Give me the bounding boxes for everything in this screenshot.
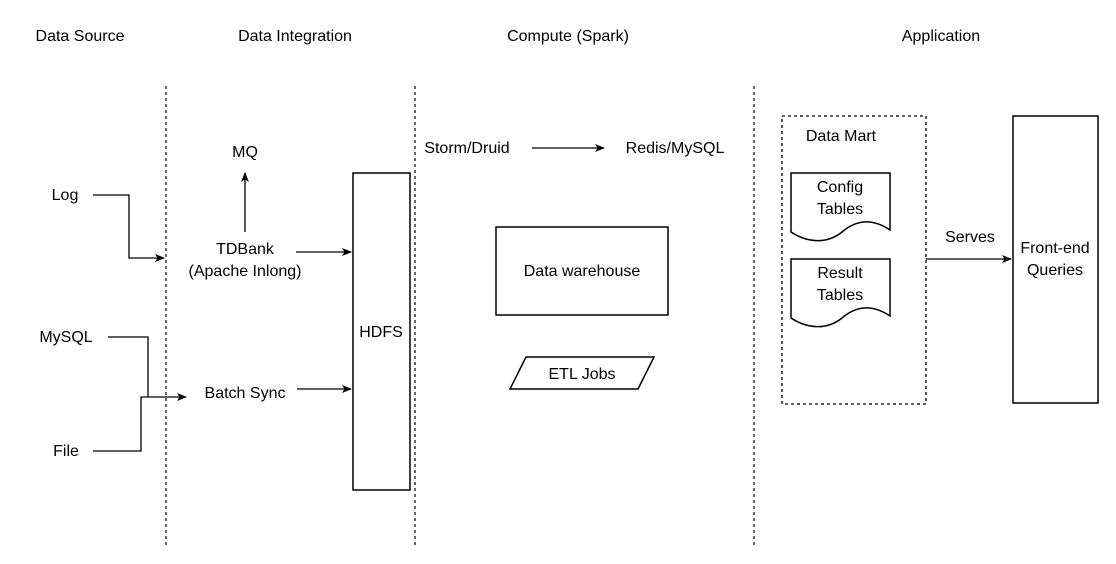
result-tables-label-line1: Result bbox=[817, 265, 863, 282]
result-tables-label-line2: Tables bbox=[817, 287, 863, 304]
hdfs-box bbox=[352, 172, 411, 491]
result-tables-document-icon bbox=[790, 258, 891, 328]
source-file-label: File bbox=[53, 443, 79, 460]
column-header-data-integration: Data Integration bbox=[238, 28, 352, 45]
source-log-label: Log bbox=[52, 187, 79, 204]
mysql-to-batch-sync-connector bbox=[108, 336, 149, 397]
config-tables-document-icon bbox=[790, 172, 891, 242]
hdfs-label: HDFS bbox=[359, 324, 403, 341]
data-warehouse-box bbox=[495, 226, 669, 316]
source-mysql-label: MySQL bbox=[39, 329, 92, 346]
config-tables-label-line1: Config bbox=[817, 179, 863, 196]
redis-mysql-label: Redis/MySQL bbox=[626, 140, 725, 157]
serves-label: Serves bbox=[945, 229, 995, 246]
file-to-batch-sync-connector bbox=[93, 393, 187, 452]
mq-label: MQ bbox=[232, 144, 258, 161]
tdbank-sublabel: (Apache Inlong) bbox=[189, 263, 302, 280]
log-to-tdbank-connector bbox=[93, 194, 165, 262]
config-tables-label-line2: Tables bbox=[817, 201, 863, 218]
column-header-compute: Compute (Spark) bbox=[507, 28, 629, 45]
batch-sync-label: Batch Sync bbox=[205, 385, 286, 402]
frontend-queries-label-line1: Front-end bbox=[1020, 240, 1089, 257]
data-mart-label: Data Mart bbox=[806, 128, 877, 145]
storm-druid-label: Storm/Druid bbox=[424, 140, 509, 157]
column-header-data-source: Data Source bbox=[36, 28, 125, 45]
column-header-application: Application bbox=[902, 28, 980, 45]
data-warehouse-label: Data warehouse bbox=[524, 263, 641, 280]
etl-jobs-label: ETL Jobs bbox=[549, 366, 616, 383]
etl-jobs-shape bbox=[508, 356, 656, 390]
tdbank-label: TDBank bbox=[216, 241, 275, 258]
frontend-queries-box bbox=[1012, 115, 1099, 404]
frontend-queries-label-line2: Queries bbox=[1027, 262, 1083, 279]
